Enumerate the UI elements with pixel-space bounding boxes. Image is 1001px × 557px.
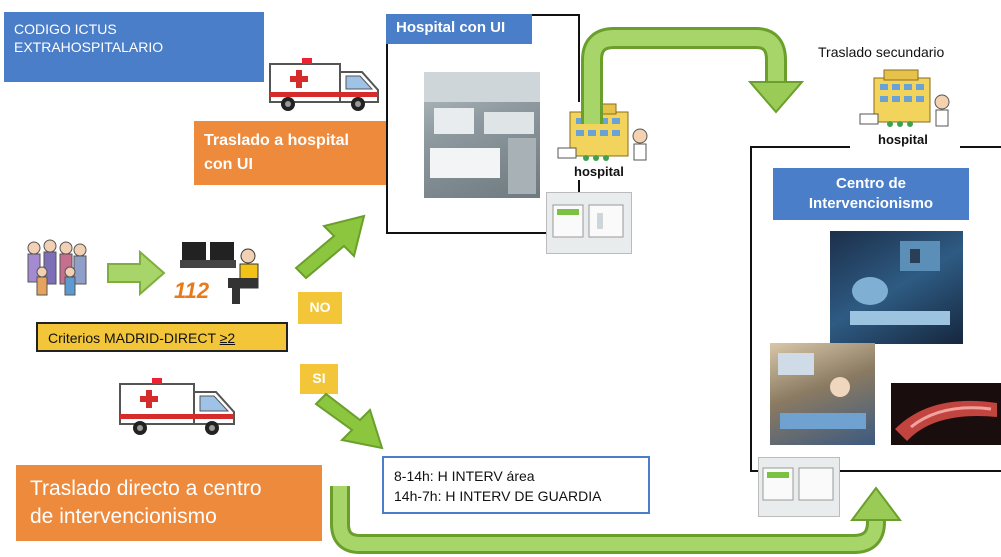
ambulance-top-icon [266, 56, 384, 114]
emergency-112-number: 112 [174, 278, 210, 303]
traslado-directo-line-2: de intervencionismo [30, 505, 217, 528]
secondary-transfer-arrow [570, 24, 810, 134]
centro-label: Centro de Intervencionismo [773, 168, 969, 220]
arrow-si-path [312, 390, 388, 452]
hospital-secondary-icon: hospital [850, 66, 960, 148]
device-photo-2 [758, 457, 840, 517]
traslado-hospital-line-2: con UI [204, 156, 253, 173]
angio-room-photo [830, 231, 963, 344]
device-photo-1 [546, 192, 632, 254]
hospital-building-icon: hospital [556, 102, 652, 180]
criterios-box: Criterios MADRID-DIRECT ≥2 [36, 322, 288, 352]
traslado-hospital-box: Traslado a hospital con UI [194, 121, 390, 185]
centro-line-2: Intervencionismo [808, 195, 934, 212]
schedule-box: 8-14h: H INTERV área 14h-7h: H INTERV DE… [382, 456, 650, 514]
hospital-building-label: hospital [574, 164, 624, 179]
criterios-text: Criterios MADRID-DIRECT [48, 330, 220, 346]
title-line-1: CODIGO ICTUS [14, 21, 117, 37]
ambulance-bottom-icon [116, 376, 240, 438]
title-line-2: EXTRAHOSPITALARIO [14, 39, 164, 55]
title-box: CODIGO ICTUS EXTRAHOSPITALARIO [4, 12, 264, 82]
hospital-ui-label: Hospital con UI [386, 14, 532, 44]
traslado-secundario-label: Traslado secundario [818, 44, 945, 60]
direct-transfer-arrow [324, 480, 904, 557]
traslado-directo-line-1: Traslado directo a centro [30, 477, 262, 500]
hospital-room-photo [424, 72, 540, 198]
schedule-line-2: 14h-7h: H INTERV DE GUARDIA [394, 488, 602, 504]
si-label: SI [300, 364, 338, 394]
vessel-photo [891, 383, 1001, 445]
patients-group-icon [22, 238, 92, 300]
arrow-to-112 [106, 250, 166, 296]
hospital-secondary-label: hospital [878, 132, 928, 147]
arrow-no-path [292, 212, 370, 280]
centro-line-1: Centro de [835, 175, 906, 192]
schedule-line-1: 8-14h: H INTERV área [394, 468, 535, 484]
procedure-photo [770, 343, 875, 445]
no-label: NO [298, 292, 342, 324]
traslado-directo-box: Traslado directo a centro de intervencio… [16, 465, 322, 541]
traslado-hospital-line-1: Traslado a hospital [204, 132, 349, 149]
criterios-threshold: ≥2 [219, 330, 236, 346]
emergency-112-icon: 112 [170, 238, 264, 310]
